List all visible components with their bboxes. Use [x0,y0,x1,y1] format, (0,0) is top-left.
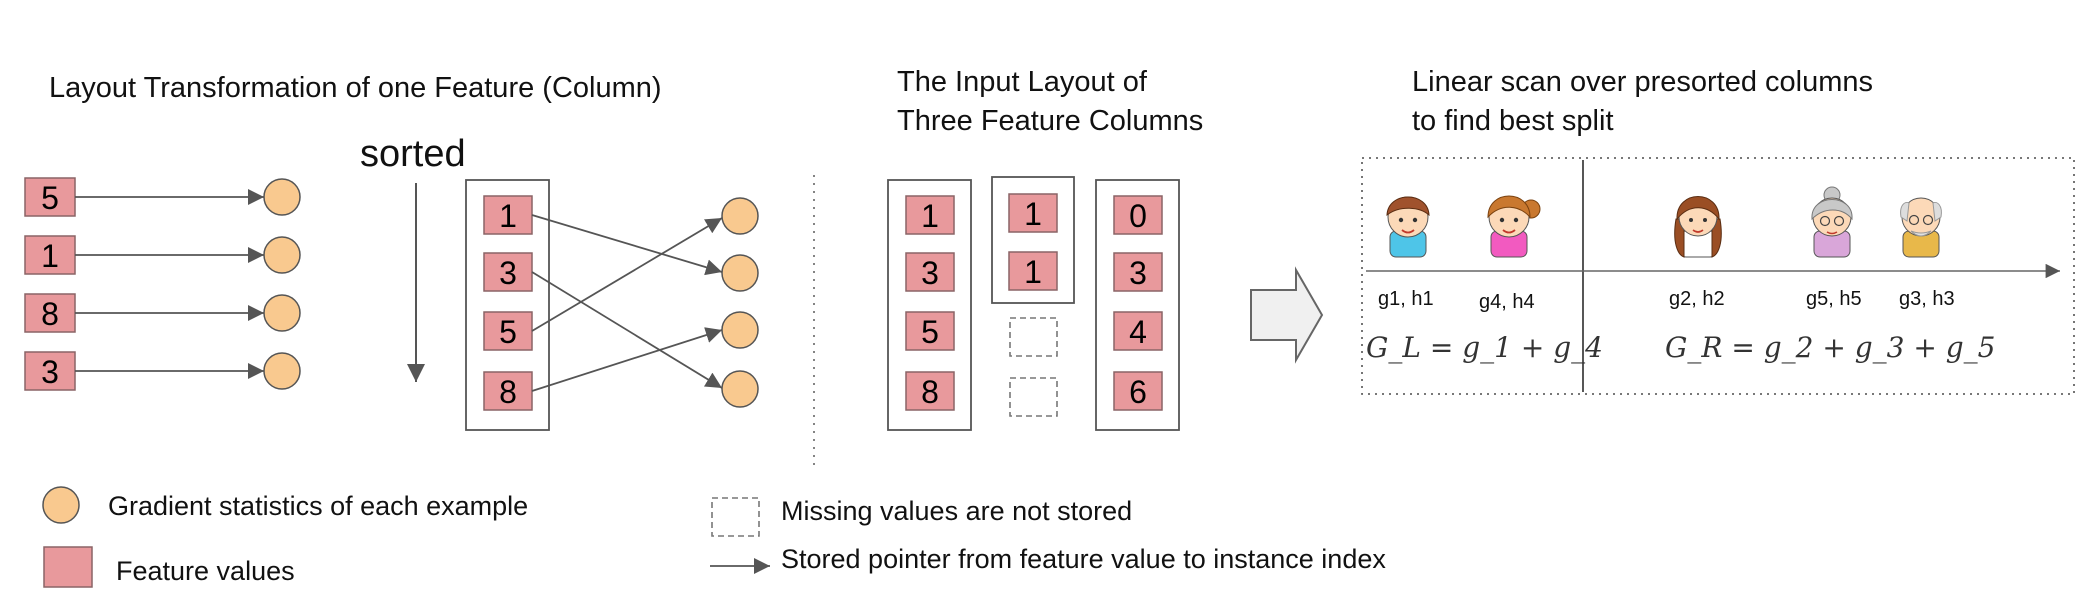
feature-value: 5 [921,314,939,350]
sorted-feature-column: 1 3 5 8 [483,195,533,411]
middle-panel-title-line2: Three Feature Columns [897,105,1203,137]
gradient-circles-left [263,178,301,390]
missing-value-cell [1009,377,1058,417]
boy-icon [1386,196,1430,258]
gradient-circle [263,352,301,390]
feature-value: 1 [1024,196,1042,232]
feature-value: 8 [499,374,517,410]
feature-column-3: 0 3 4 6 [1113,195,1163,411]
feature-value: 8 [41,296,59,332]
pointer-arrow [531,214,723,276]
label-g1-h1: g1, h1 [1378,288,1434,310]
feature-value-cell: 1 [1008,251,1058,291]
gradient-circles-right [721,197,759,408]
right-panel-title-line2: to find best split [1412,105,1614,137]
legend-pointer-text: Stored pointer from feature value to ins… [781,544,1386,574]
gl-formula: G_L = g_1 + g_4 [1366,331,1603,364]
pointer-arrow [531,327,723,392]
feature-value-cell: 1 [24,235,76,275]
feature-value: 1 [921,198,939,234]
legend-missing-text: Missing values are not stored [781,496,1132,526]
legend-feature-text: Feature values [116,556,295,586]
missing-value-cell [1009,317,1058,357]
feature-value-cell: 3 [905,252,955,292]
feature-value: 3 [499,255,517,291]
unsorted-pointer-arrows [75,188,264,380]
feature-value-cell: 1 [1008,193,1058,233]
feature-value-cell: 3 [1113,252,1163,292]
middle-panel-title-line1: The Input Layout of [897,66,1148,98]
feature-value: 5 [41,180,59,216]
feature-value-cell: 3 [483,252,533,292]
feature-value: 8 [921,374,939,410]
gradient-circle [721,197,759,235]
feature-value: 0 [1129,198,1147,234]
block-arrow-icon [1250,266,1324,364]
feature-value: 3 [921,255,939,291]
feature-value-cell: 1 [905,195,955,235]
sorted-label: sorted [360,133,466,175]
feature-value-cell: 8 [24,293,76,333]
gradient-circle [721,370,759,408]
girl-icon [1487,195,1541,258]
feature-value: 6 [1129,374,1147,410]
legend-feature-swatch [43,546,93,588]
feature-value-cell: 5 [483,311,533,351]
gradient-circle [263,236,301,274]
gradient-circle [721,311,759,349]
label-g2-h2: g2, h2 [1669,288,1725,310]
legend-gradient-circle [42,486,80,524]
grandmother-icon [1811,186,1853,258]
feature-value: 5 [499,314,517,350]
feature-value-cell: 8 [483,371,533,411]
split-scan-box [1361,157,2075,395]
left-panel-title: Layout Transformation of one Feature (Co… [49,72,662,104]
pointer-arrow [531,217,723,332]
gradient-circle [263,294,301,332]
gradient-circle [263,178,301,216]
feature-value: 3 [41,354,59,390]
feature-value-cell: 5 [24,177,76,217]
unsorted-feature-column: 5 1 8 3 [24,177,76,391]
feature-value: 3 [1129,255,1147,291]
label-g5-h5: g5, h5 [1806,288,1862,310]
grandfather-icon [1900,197,1942,258]
feature-value-cell: 8 [905,371,955,411]
feature-value: 4 [1129,314,1147,350]
woman-icon [1674,196,1722,258]
feature-value: 1 [41,238,59,274]
pointer-arrow [531,271,723,389]
legend-gradient-text: Gradient statistics of each example [108,491,528,521]
label-g3-h3: g3, h3 [1899,288,1955,310]
label-g4-h4: g4, h4 [1479,291,1535,313]
feature-column-1: 1 3 5 8 [905,195,955,411]
feature-value-cell: 6 [1113,371,1163,411]
sorted-pointer-arrows [531,214,723,392]
legend-missing-swatch [711,497,760,537]
feature-value: 1 [1024,254,1042,290]
feature-value-cell: 3 [24,351,76,391]
gradient-circle [721,254,759,292]
feature-column-2: 1 1 [1008,193,1058,417]
feature-value: 1 [499,198,517,234]
gr-formula: G_R = g_2 + g_3 + g_5 [1665,331,1995,364]
feature-value-cell: 4 [1113,311,1163,351]
feature-value-cell: 5 [905,311,955,351]
feature-value-cell: 1 [483,195,533,235]
right-panel-title-line1: Linear scan over presorted columns [1412,66,1873,98]
feature-value-cell: 0 [1113,195,1163,235]
